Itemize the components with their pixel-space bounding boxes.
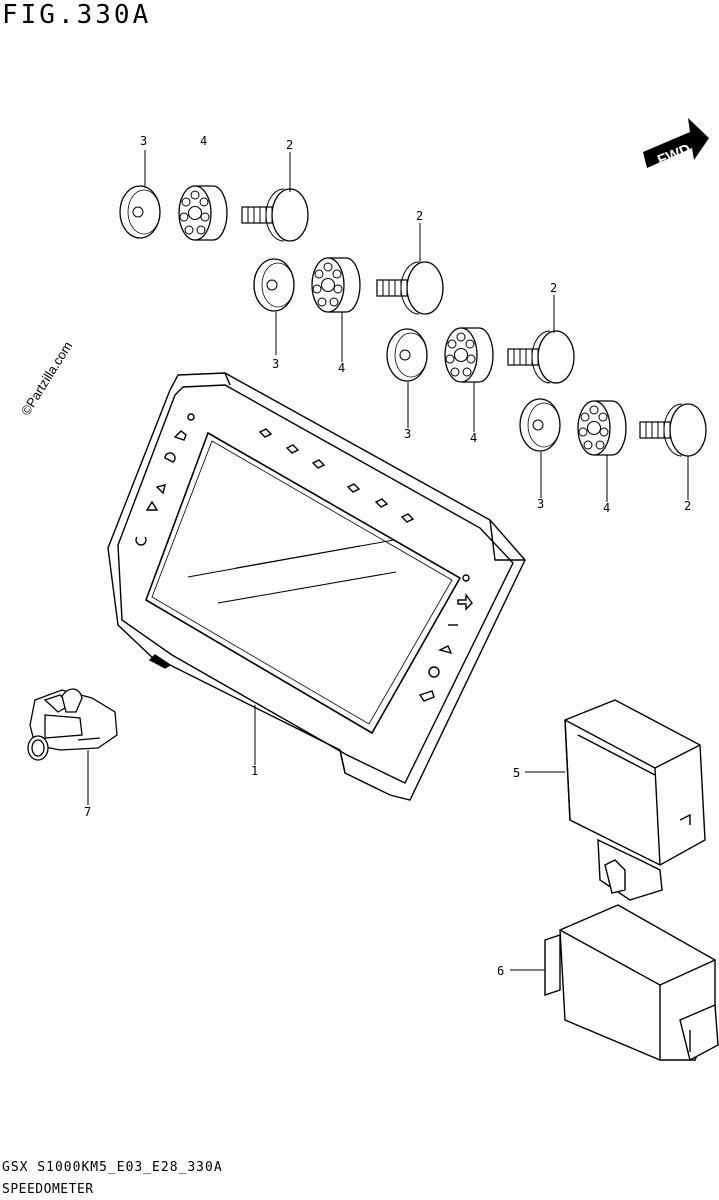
bracket-part-6: [544, 904, 719, 1062]
sensor-part-7: [27, 688, 118, 761]
callout-3b: 3: [272, 357, 279, 371]
callout-6: 6: [497, 964, 504, 978]
mount-bolt-d: [639, 403, 707, 457]
callout-2a: 2: [286, 138, 293, 152]
callout-3c: 3: [404, 427, 411, 441]
callout-4c: 4: [470, 431, 477, 445]
callout-3d: 3: [537, 497, 544, 511]
figure-name: SPEEDOMETER: [2, 1182, 94, 1197]
callout-4a: 4: [200, 134, 207, 148]
fwd-arrow-icon: FWD: [643, 118, 709, 169]
mount-grommet-a: [178, 185, 228, 241]
mount-washer-a: [119, 185, 161, 239]
callout-3a: 3: [140, 134, 147, 148]
callout-5: 5: [513, 766, 520, 780]
mount-grommet-b: [311, 257, 361, 313]
speedometer-assembly: [107, 372, 526, 801]
callout-numbers: 3 4 2 2 2 3 4 3 4 3 4 2 1 7 5 6: [84, 134, 691, 978]
control-unit-part-5: [564, 699, 706, 901]
figure-title: FIG.330A: [2, 0, 152, 30]
figure-code: GSX S1000KM5_E03_E28_330A: [2, 1160, 223, 1175]
mount-bolt-c: [507, 330, 575, 384]
callout-2d: 2: [684, 499, 691, 513]
mount-washer-b: [253, 258, 295, 312]
mount-washer-c: [386, 328, 428, 382]
callout-4b: 4: [338, 361, 345, 375]
callout-2b: 2: [416, 209, 423, 223]
mount-grommet-c: [444, 327, 494, 383]
leader-lines: [87, 150, 689, 971]
callout-2c: 2: [550, 281, 557, 295]
mount-grommet-d: [577, 400, 627, 456]
mount-bolt-b: [376, 261, 444, 315]
mount-washer-d: [519, 398, 561, 452]
callout-7: 7: [84, 805, 91, 819]
callout-1: 1: [251, 764, 258, 778]
mount-bolt-a: [241, 188, 309, 242]
callout-4d: 4: [603, 501, 610, 515]
